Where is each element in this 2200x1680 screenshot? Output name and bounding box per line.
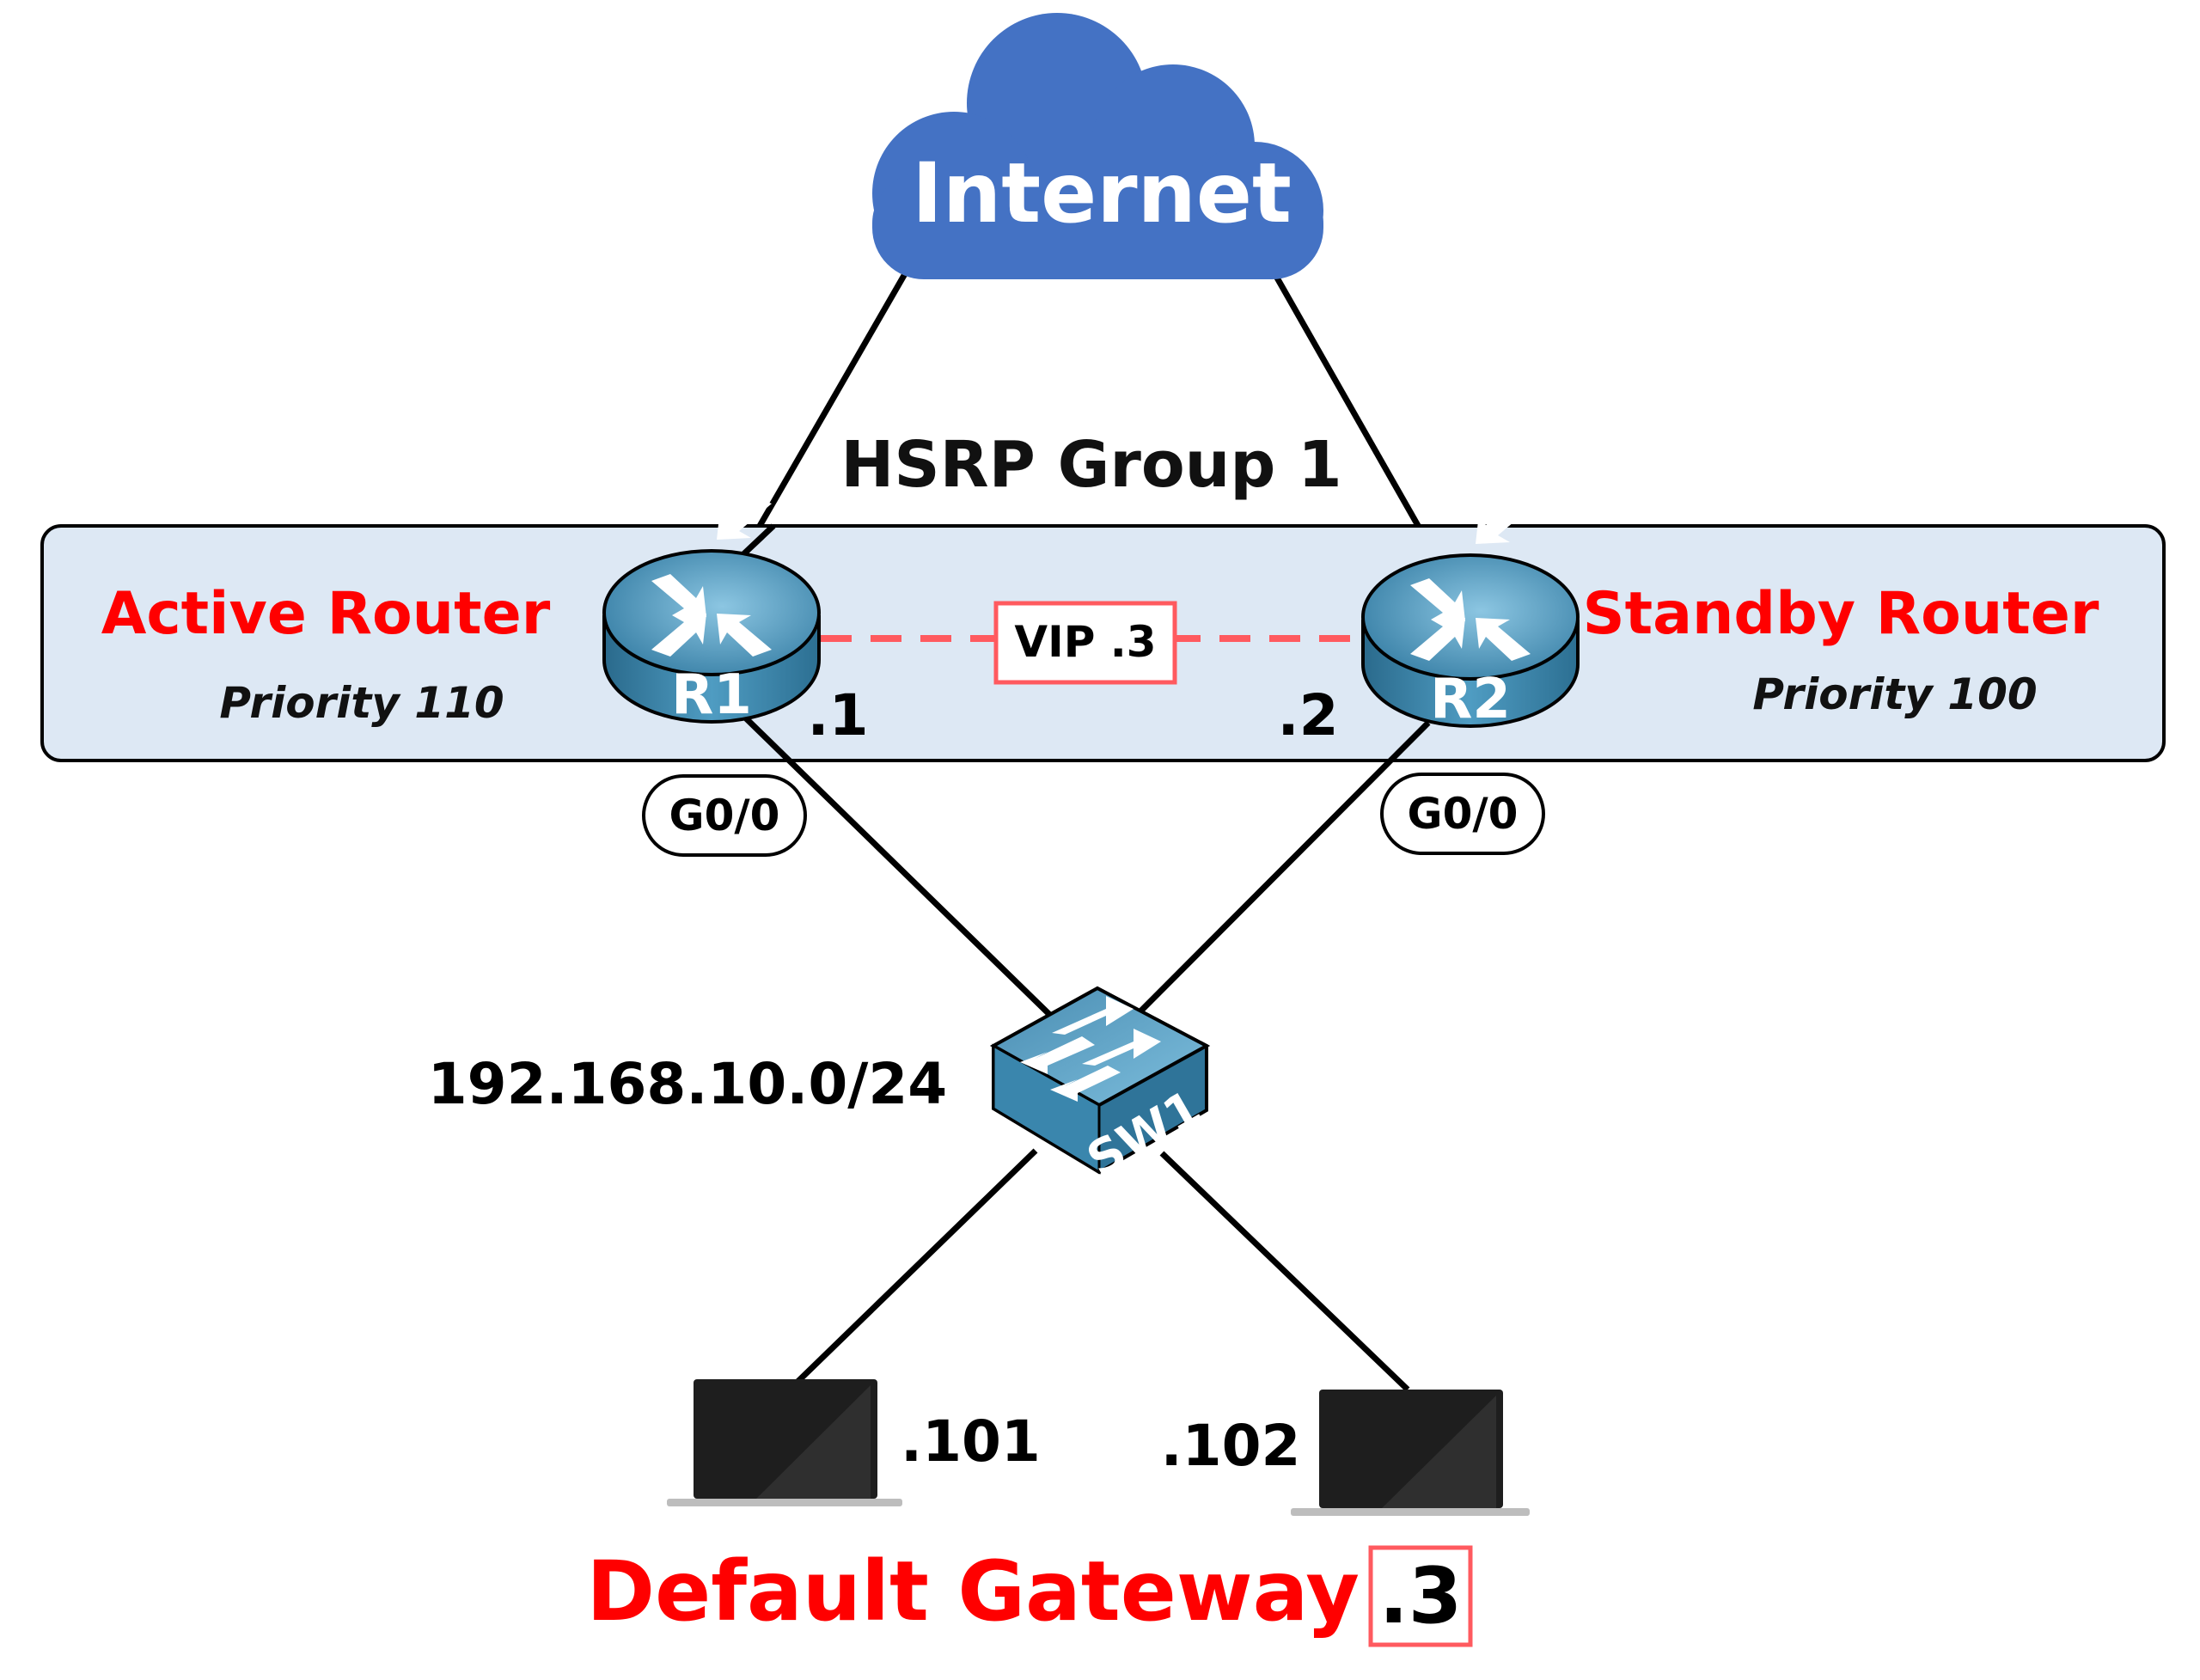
hsrp-group-title: HSRP Group 1: [840, 428, 1341, 502]
link-sw1-host1: [795, 1148, 1038, 1384]
internet-cloud: [872, 13, 1323, 279]
router-name: R2: [1430, 668, 1511, 731]
link-sw1-host2: [1159, 1151, 1410, 1392]
r2-priority: Priority 100: [1752, 669, 2037, 719]
router-r1[interactable]: R1: [602, 497, 821, 727]
r1-interface-label: G0/0: [642, 774, 807, 857]
router-name: R1: [671, 663, 752, 727]
laptop-screen-glare: [1382, 1396, 1496, 1508]
subnet-label: 192.168.10.0/24: [428, 1051, 947, 1117]
r1-priority: Priority 110: [219, 678, 504, 728]
default-gateway-label: Default Gateway: [586, 1543, 1360, 1640]
default-gateway-value: .3: [1379, 1551, 1463, 1641]
r1-ip-suffix: .1: [808, 682, 869, 748]
r2-role: Standby Router: [1583, 580, 2099, 648]
links: [740, 265, 1438, 556]
r2-interface-label: G0/0: [1380, 773, 1545, 855]
switch-arrows-icon: [1020, 996, 1161, 1102]
r1-interface-text: G0/0: [669, 791, 780, 840]
host-laptop-1[interactable]: [667, 1379, 902, 1506]
internet-label: Internet: [912, 145, 1292, 241]
r2-ip-suffix: .2: [1278, 682, 1339, 748]
link-internet-r1: [740, 265, 913, 556]
link-r2-sw1: [1128, 720, 1431, 1024]
host2-ip-suffix: .102: [1161, 1413, 1301, 1479]
r1-role: Active Router: [101, 580, 551, 648]
router-r2[interactable]: R2: [1361, 501, 1580, 731]
r2-interface-text: G0/0: [1408, 789, 1519, 839]
host-laptop-2[interactable]: [1291, 1390, 1530, 1516]
link-internet-r2: [1271, 272, 1438, 556]
switch-sw1[interactable]: SW1: [989, 986, 1211, 1188]
vip-box: VIP .3: [993, 601, 1177, 685]
default-gateway-value-box: .3: [1368, 1545, 1473, 1647]
vip-label: VIP .3: [1014, 617, 1156, 667]
link-r1-sw1: [741, 713, 1062, 1027]
link-internet-r1-inner: [741, 523, 776, 557]
host1-ip-suffix: .101: [901, 1408, 1041, 1475]
laptop-screen-glare: [756, 1385, 871, 1499]
